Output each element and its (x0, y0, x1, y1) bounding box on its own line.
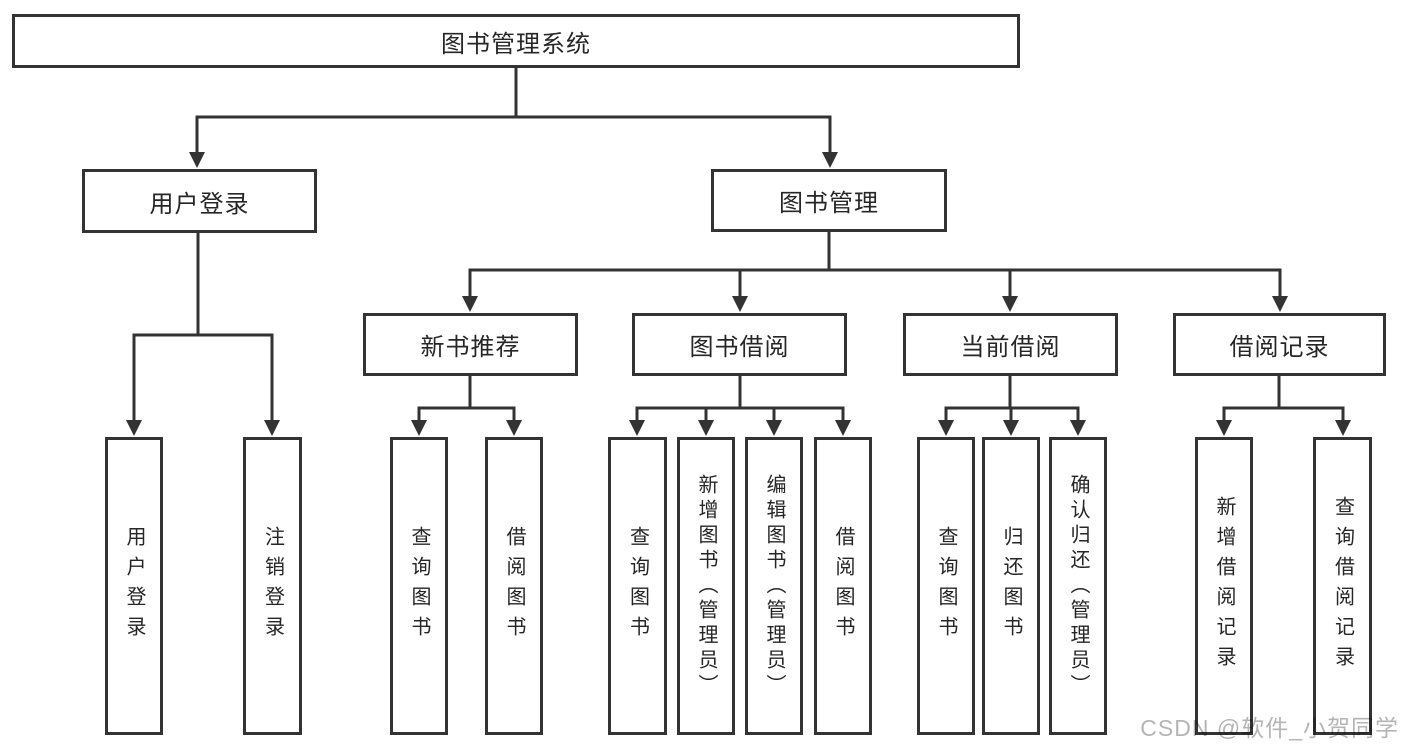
node-book-borrow: 图书借阅 (632, 313, 847, 376)
leaf-user-login: 用户登录 (105, 437, 163, 735)
leaf-logout: 注销登录 (243, 437, 302, 735)
leaf-query-books-current: 查询图书 (917, 437, 975, 735)
leaf-add-borrow-record: 新增借阅记录 (1195, 437, 1253, 735)
node-book-management: 图书管理 (711, 169, 947, 232)
leaf-borrow-books-recommend: 借阅图书 (485, 437, 543, 735)
node-current-borrow: 当前借阅 (903, 313, 1118, 376)
leaf-edit-books-admin: 编辑图书（管理员） (745, 437, 803, 735)
node-library-system: 图书管理系统 (12, 14, 1020, 68)
leaf-query-books-borrow: 查询图书 (608, 437, 667, 735)
leaf-query-books-recommend: 查询图书 (390, 437, 448, 735)
node-new-book-recommend: 新书推荐 (363, 313, 578, 376)
tree-connectors (126, 67, 1351, 436)
leaf-add-books-admin: 新增图书（管理员） (677, 437, 735, 735)
node-user-login: 用户登录 (82, 169, 317, 233)
leaf-query-borrow-record: 查询借阅记录 (1313, 437, 1372, 735)
node-borrow-records: 借阅记录 (1173, 313, 1386, 376)
leaf-confirm-return-admin: 确认归还（管理员） (1049, 437, 1107, 735)
leaf-return-books: 归还图书 (982, 437, 1040, 735)
csdn-watermark: CSDN @软件_小贺同学 (1140, 715, 1399, 741)
leaf-borrow-books: 借阅图书 (814, 437, 872, 735)
